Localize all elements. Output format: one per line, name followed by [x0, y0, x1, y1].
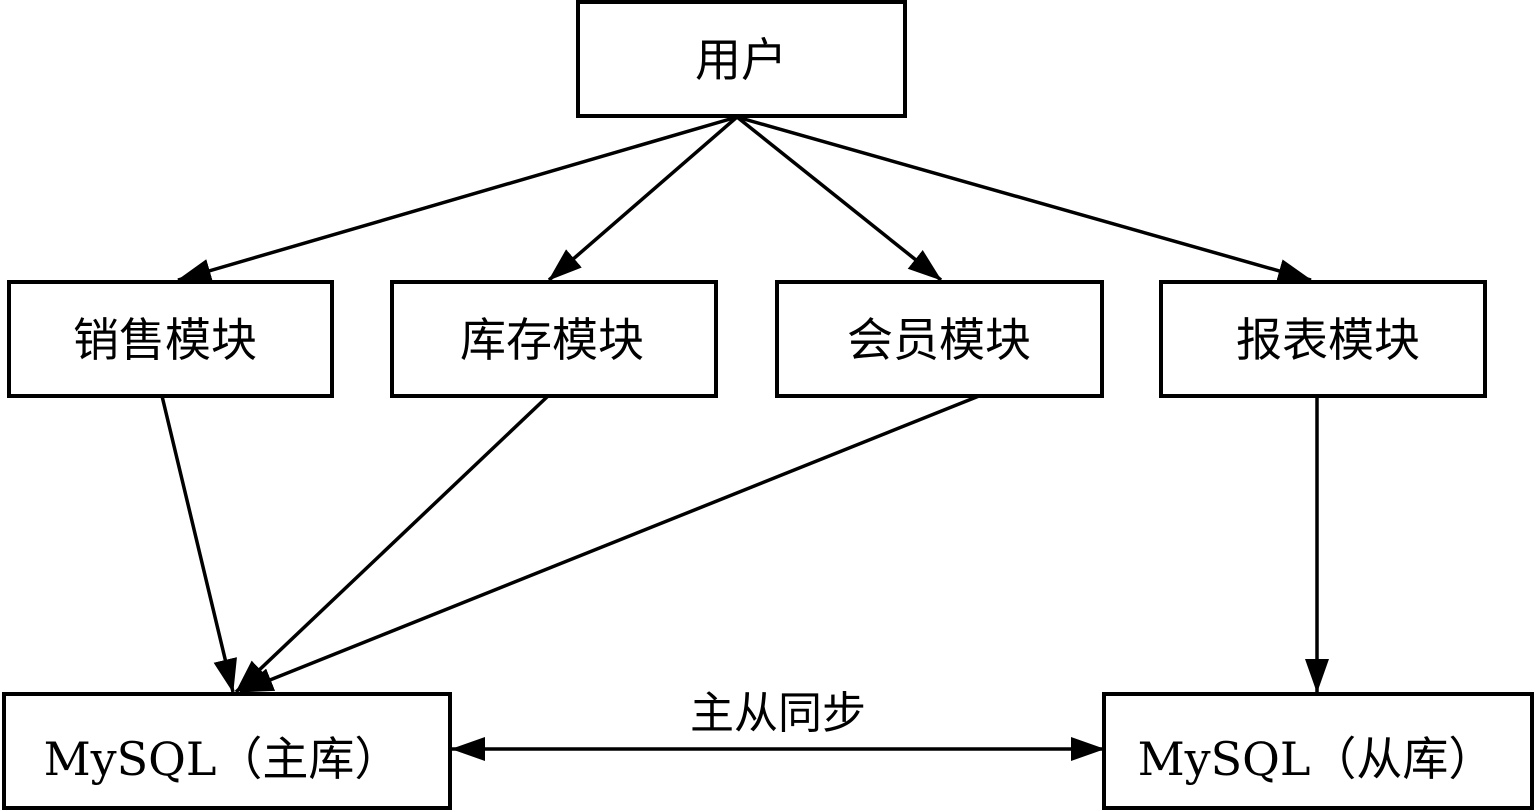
slave-db-box: [1102, 692, 1534, 810]
edge-sales-to-master-db: [160, 395, 237, 693]
node-report-module: 报表模块: [1159, 280, 1487, 398]
sales-module-label: 销售模块: [73, 313, 257, 367]
report-module-box: [1159, 280, 1487, 398]
node-member-module: 会员模块: [775, 280, 1104, 398]
edge-user-to-member: [735, 115, 943, 282]
master-db-box: [2, 692, 452, 810]
user-label: 用户: [695, 33, 787, 87]
edge-user-to-report: [736, 115, 1312, 283]
member-module-label: 会员模块: [847, 313, 1031, 367]
inventory-module-box: [390, 280, 718, 398]
node-inventory-module: 库存模块: [390, 280, 718, 398]
edge-user-to-inventory: [547, 115, 739, 282]
node-slave-db: MySQL（从库）: [1102, 692, 1534, 810]
node-sales-module: 销售模块: [7, 280, 334, 398]
edges: 主从同步: [160, 115, 1329, 761]
slave-db-label: MySQL（从库）: [1138, 732, 1495, 786]
member-module-box: [775, 280, 1104, 398]
inventory-module-label: 库存模块: [460, 313, 644, 367]
sync-label: 主从同步: [690, 688, 866, 739]
edge-member-to-master-db: [239, 394, 980, 694]
node-user: 用户: [576, 0, 907, 118]
sales-module-box: [7, 280, 334, 398]
user-box: [576, 0, 907, 118]
report-module-label: 报表模块: [1236, 313, 1420, 367]
master-db-label: MySQL（主库）: [44, 732, 401, 786]
node-master-db: MySQL（主库）: [2, 692, 452, 810]
edge-inventory-to-master-db: [234, 394, 550, 694]
edge-user-to-sales: [177, 115, 738, 283]
